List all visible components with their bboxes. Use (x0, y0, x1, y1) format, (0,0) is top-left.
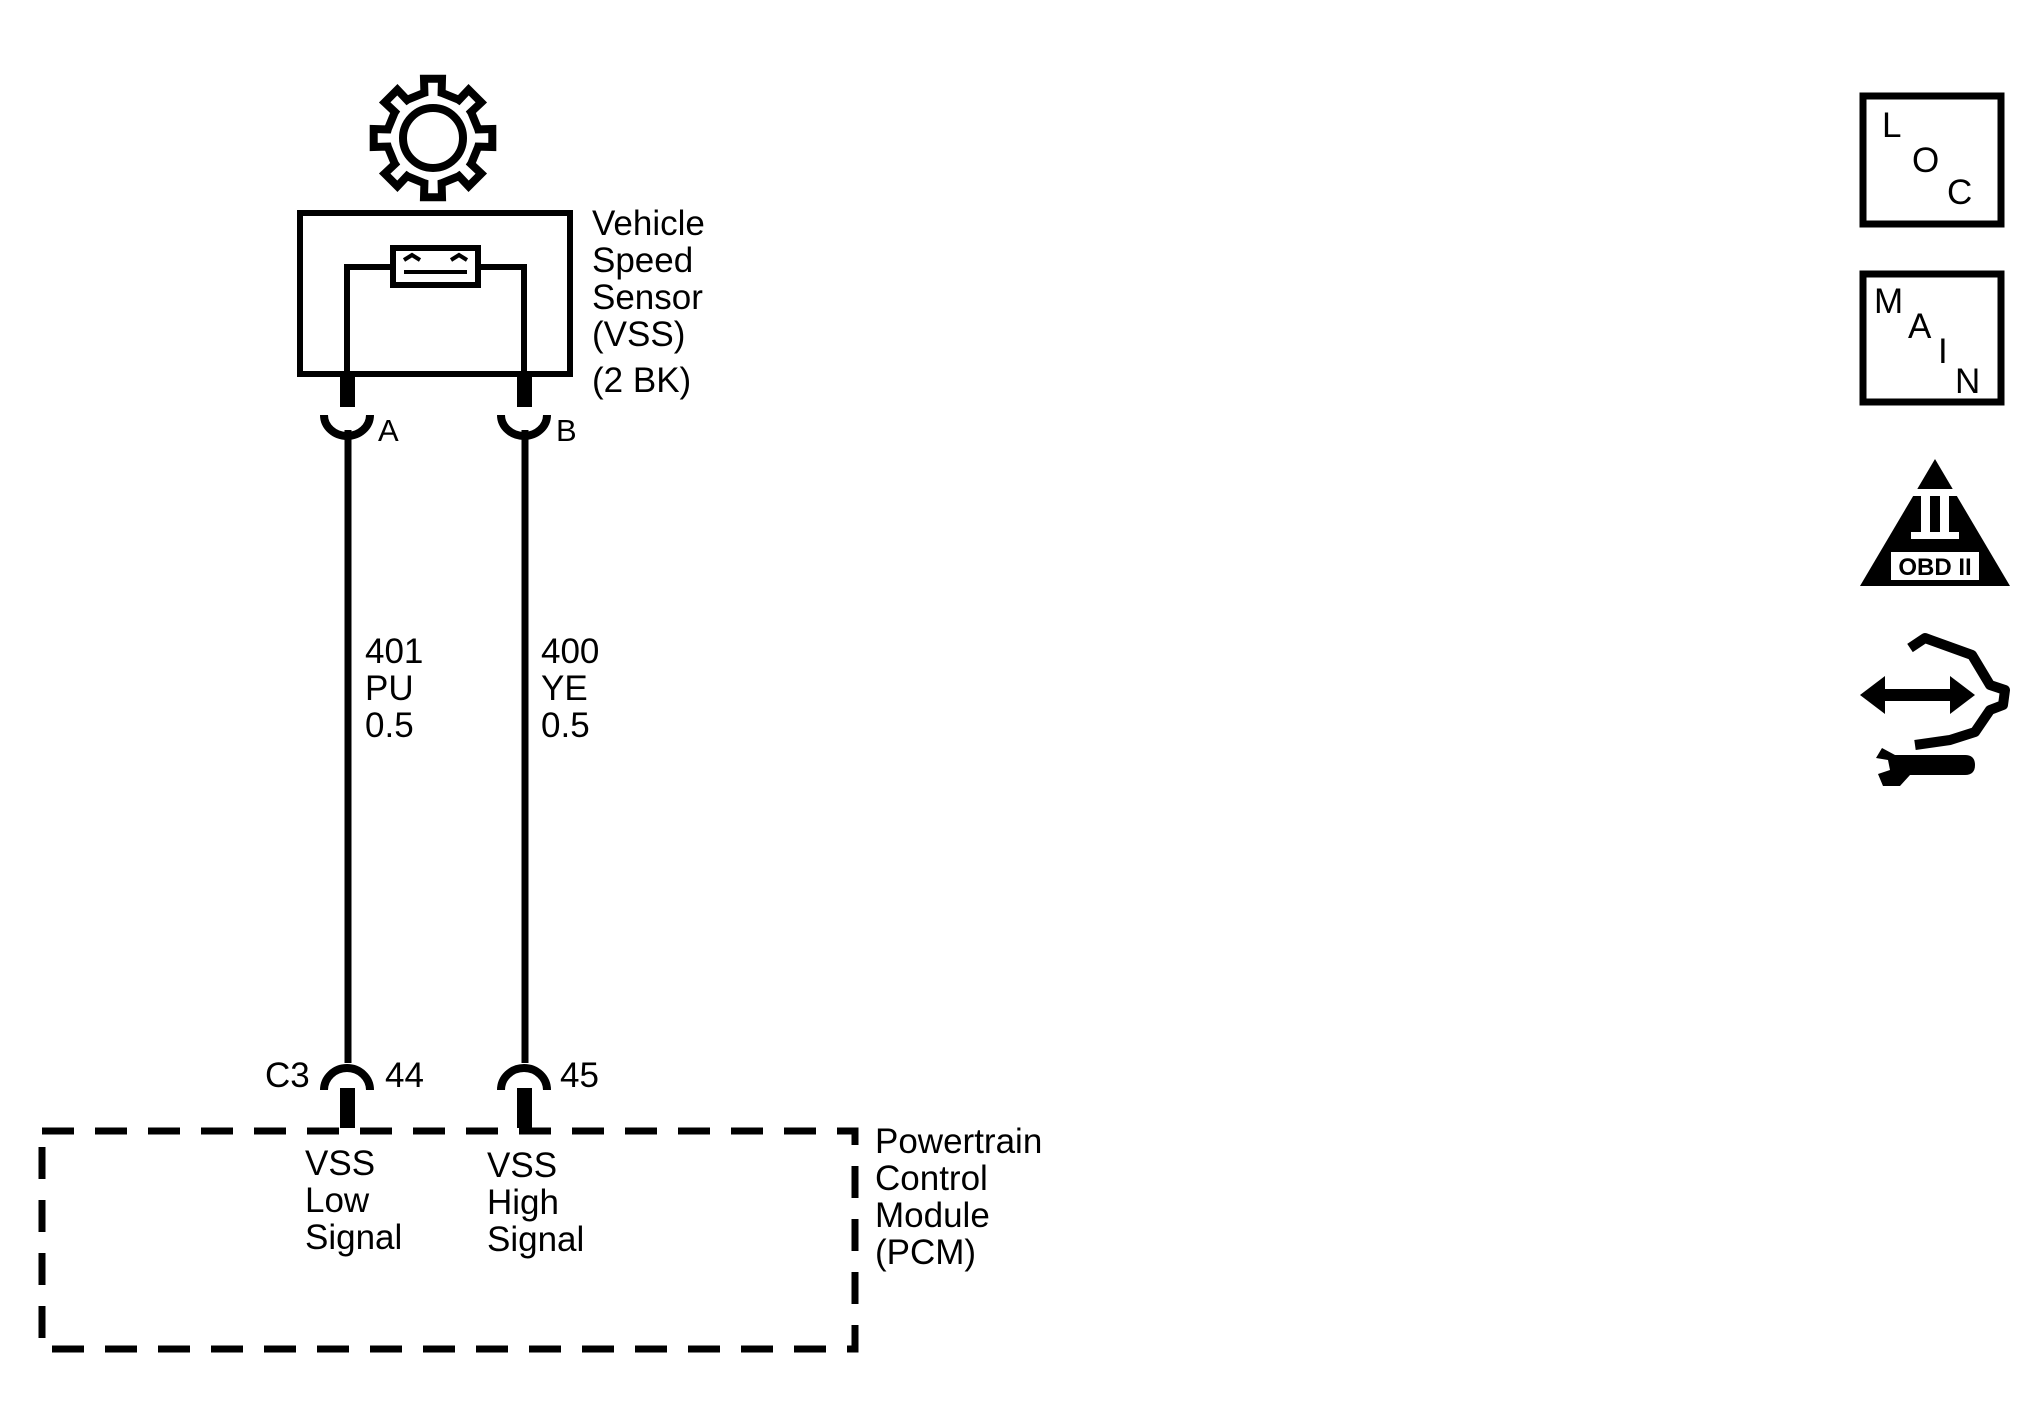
signal-line: High (487, 1183, 559, 1222)
sensor-internal-wire-a (344, 264, 393, 374)
main-letter: M (1874, 282, 1903, 321)
wire-gauge: 0.5 (541, 706, 590, 745)
vss-low-signal-label: VSS Low Signal (305, 1144, 402, 1257)
pin-44-cup (320, 1064, 374, 1091)
pin-stub-b (517, 374, 532, 407)
pcm-name-line: Module (875, 1196, 990, 1235)
vehicle-speed-sensor: Vehicle Speed Sensor (VSS) (2 BK) (297, 204, 715, 400)
pcm-name: Powertrain Control Module (PCM) (875, 1122, 1052, 1272)
wire-color: PU (365, 669, 414, 708)
connector-id: C3 (265, 1056, 310, 1095)
loc-letter: L (1882, 106, 1901, 145)
sensor-element-mark (402, 252, 469, 262)
main-letter: N (1955, 362, 1980, 401)
pin-a-label: A (378, 413, 399, 448)
wire-gauge: 0.5 (365, 706, 414, 745)
gear-icon (369, 74, 497, 202)
sensor-housing (297, 210, 573, 377)
sensor-name-line: Speed (592, 241, 693, 280)
pin-b-label: B (556, 413, 577, 448)
pin-stub-45 (517, 1088, 532, 1128)
pin-stub-44 (340, 1088, 355, 1128)
main-letter: A (1908, 307, 1932, 346)
connector-repair-icon[interactable] (1860, 633, 2010, 786)
obd-ii-icon[interactable]: OBD II (1860, 459, 2010, 586)
wire-401-label: 401 PU 0.5 (365, 632, 433, 745)
pcm-name-line: Powertrain (875, 1122, 1042, 1161)
main-icon[interactable]: M A I N (1859, 270, 2005, 406)
loc-letter: O (1912, 141, 1939, 180)
loc-icon[interactable]: L O C (1859, 92, 2005, 228)
obd-ii-label: OBD II (1898, 554, 1971, 581)
pcm-name-line: Control (875, 1159, 988, 1198)
pin-44-label: 44 (385, 1056, 424, 1095)
sensor-internal-wire-b (478, 264, 527, 374)
wire-circuit-number: 400 (541, 632, 599, 671)
wire-400-label: 400 YE 0.5 (541, 632, 609, 745)
signal-line: VSS (487, 1146, 557, 1185)
wire-color: YE (541, 669, 588, 708)
pin-45-cup (497, 1064, 551, 1091)
signal-line: VSS (305, 1144, 375, 1183)
signal-line: Signal (487, 1220, 584, 1259)
sensor-connector: A B (320, 374, 577, 448)
signal-line: Low (305, 1181, 370, 1220)
main-letter: I (1938, 332, 1948, 371)
sensor-name-line: Vehicle (592, 204, 705, 243)
pin-45-label: 45 (560, 1056, 599, 1095)
sensor-name-line: Sensor (592, 278, 703, 317)
sensor-name: Vehicle Speed Sensor (VSS) (2 BK) (592, 204, 715, 400)
vss-high-signal-label: VSS High Signal (487, 1146, 584, 1259)
pcm-connector-c3: C3 44 45 (265, 1056, 599, 1128)
signal-line: Signal (305, 1218, 402, 1257)
loc-letter: C (1947, 173, 1972, 212)
pcm-box (38, 1127, 859, 1353)
wire-circuit-number: 401 (365, 632, 423, 671)
sensor-element (390, 245, 481, 288)
sensor-name-line: (2 BK) (592, 361, 691, 400)
pcm-name-line: (PCM) (875, 1233, 976, 1272)
sensor-name-line: (VSS) (592, 315, 685, 354)
pin-stub-a (340, 374, 355, 407)
